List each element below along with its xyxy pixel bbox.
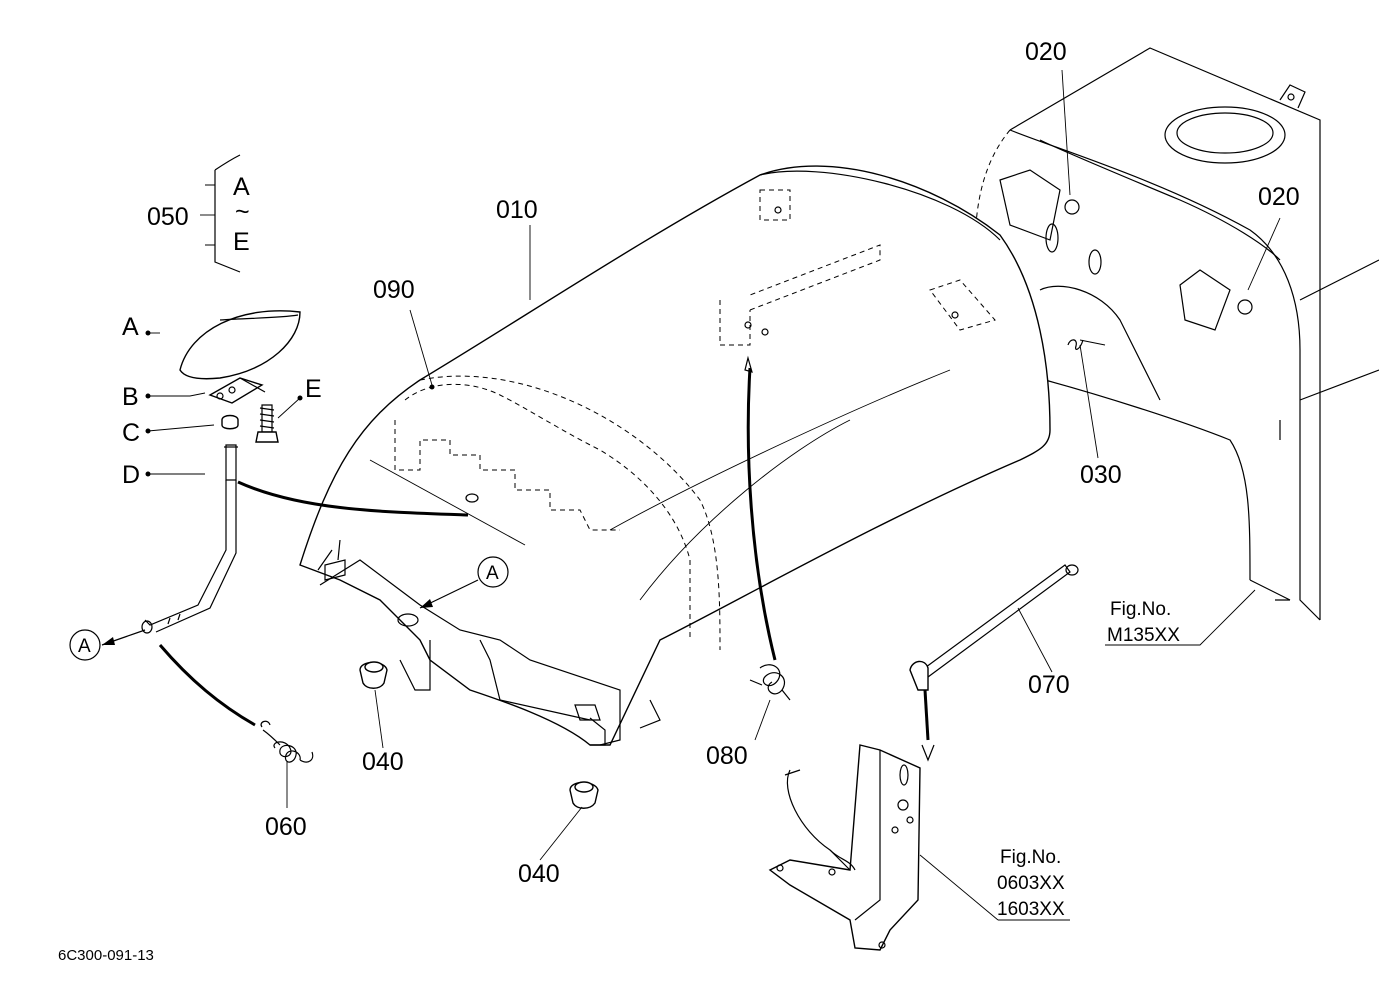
fig-ref-right-line1: Fig.No. xyxy=(1110,599,1171,620)
subpart-e-label: E xyxy=(305,375,322,403)
kit-range-bottom: E xyxy=(233,228,250,256)
callout-010: 010 xyxy=(496,196,538,224)
main-cover xyxy=(299,165,1051,746)
rubber-mount-right xyxy=(569,781,599,809)
callout-070: 070 xyxy=(1028,671,1070,699)
callout-020-right: 020 xyxy=(1258,183,1300,211)
kit-range-tilde: ~ xyxy=(235,198,250,226)
subpart-d-label: D xyxy=(122,461,140,489)
subpart-a-label: A xyxy=(122,313,139,341)
subpart-c-label: C xyxy=(122,419,140,447)
leader-lines xyxy=(147,69,1281,921)
subpart-b-label: B xyxy=(122,383,139,411)
callout-040-left: 040 xyxy=(362,748,404,776)
callout-030: 030 xyxy=(1080,461,1122,489)
figure-id: 6C300-091-13 xyxy=(58,947,154,964)
callout-040-right: 040 xyxy=(518,860,560,888)
knob-assembly xyxy=(141,310,301,634)
spring-060 xyxy=(158,644,314,763)
bracket-0603xx xyxy=(768,744,921,951)
fig-ref-bottom-line3: 1603XX xyxy=(997,899,1065,920)
leader-dots xyxy=(145,330,435,477)
callout-020-left: 020 xyxy=(1025,38,1067,66)
fig-ref-bottom-line1: Fig.No. xyxy=(1000,847,1061,868)
rubber-mount-left xyxy=(359,661,388,689)
callout-080: 080 xyxy=(706,742,748,770)
rod-link-line xyxy=(237,480,469,517)
fig-ref-right-line2: M135XX xyxy=(1107,625,1180,646)
rear-fender-assembly xyxy=(974,47,1379,621)
view-arrow-left xyxy=(69,629,146,661)
spring-080 xyxy=(744,355,791,701)
fig-ref-bottom-line2: 0603XX xyxy=(997,873,1065,894)
screw-e xyxy=(255,404,279,443)
view-marker-left-label: A xyxy=(78,636,91,657)
view-marker-center-label: A xyxy=(486,563,499,584)
kit-range-top: A xyxy=(233,173,250,201)
callout-060: 060 xyxy=(265,813,307,841)
callout-090: 090 xyxy=(373,276,415,304)
callout-050: 050 xyxy=(147,203,189,231)
view-arrow-center xyxy=(419,556,509,609)
rod-070 xyxy=(909,564,1079,762)
